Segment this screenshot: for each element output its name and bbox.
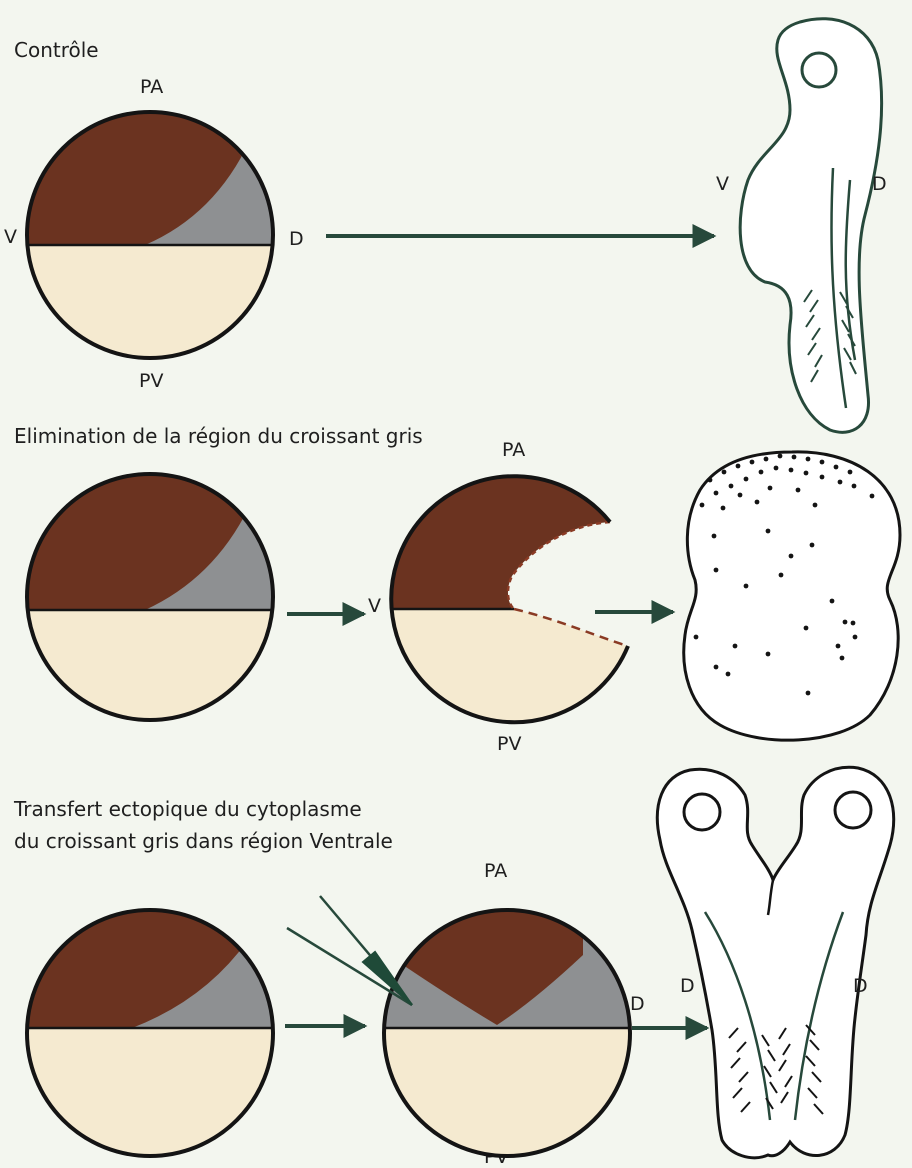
normal-larva: [738, 17, 884, 434]
label-pv-elimination: PV: [497, 733, 521, 755]
label-v-elimination: V: [368, 595, 381, 617]
embryo-outline: [682, 450, 902, 742]
section-title-elimination: Elimination de la région du croissant gr…: [14, 424, 423, 448]
egg-outline: [25, 472, 275, 722]
vegetal-hemisphere: [384, 1028, 630, 1156]
pigment-dots: [693, 453, 875, 696]
animal-hemisphere: [403, 910, 583, 1025]
section-title-transfer-line1: Transfert ectopique du cytoplasme: [13, 797, 362, 821]
section-control: Contrôle PA V D PV V D: [4, 17, 887, 434]
larva-eye: [800, 51, 838, 89]
embryo-outline: [655, 765, 896, 1160]
label-d-embryo: D: [872, 173, 887, 195]
double-axis-embryo: [655, 765, 896, 1160]
section-title-control: Contrôle: [14, 38, 99, 62]
section-title-transfer-line2: du croissant gris dans région Ventrale: [14, 829, 393, 853]
cut-edge: [513, 607, 629, 648]
embryo-eye-right: [833, 790, 873, 830]
egg-control: [25, 110, 275, 360]
egg-before-elimination: [25, 472, 275, 722]
egg-outline: [25, 110, 275, 360]
egg-crescent-removed: [389, 474, 630, 725]
neural-line-right: [793, 911, 845, 1121]
label-d-embryo-right: D: [853, 975, 868, 997]
vegetal-hemisphere: [392, 609, 628, 722]
animal-hemisphere: [391, 476, 610, 609]
embryo-eye-left: [682, 792, 722, 832]
neural-line: [844, 179, 857, 361]
egg-outline: [25, 908, 275, 1158]
cut-edge: [506, 520, 611, 610]
label-pv-control: PV: [139, 370, 163, 392]
egg-after-transfer: [382, 908, 632, 1158]
label-v-embryo: V: [716, 173, 729, 195]
label-pa-control: PA: [140, 76, 163, 98]
ventralized-embryo: [682, 450, 902, 742]
label-d-embryo-left: D: [680, 975, 695, 997]
somites: [728, 1024, 824, 1115]
section-transfer: Transfert ectopique du cytoplasme du cro…: [13, 765, 896, 1168]
neural-line: [830, 167, 848, 409]
label-pa-elimination: PA: [502, 439, 525, 461]
egg-outline: [382, 908, 632, 1158]
neural-line-left: [703, 911, 772, 1121]
label-v-control: V: [4, 226, 17, 248]
section-elimination: Elimination de la région du croissant gr…: [14, 424, 902, 755]
label-d-control: D: [289, 228, 304, 250]
egg-before-transfer: [25, 908, 275, 1158]
label-d-transfer: D: [630, 993, 645, 1015]
micropipette-icon: [286, 895, 413, 1007]
egg-outline: [389, 474, 630, 725]
label-pa-transfer: PA: [484, 860, 507, 882]
somites: [803, 289, 857, 383]
